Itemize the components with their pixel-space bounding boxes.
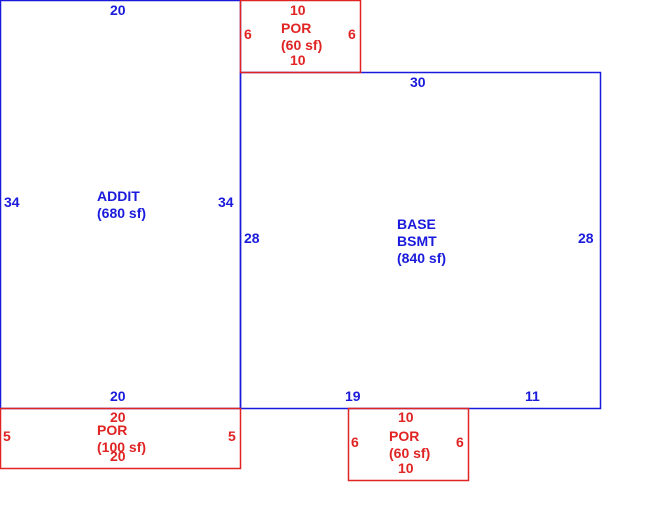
addition-area-value: (680 sf) bbox=[97, 205, 146, 221]
addition-dim-right: 34 bbox=[218, 194, 234, 210]
base-dim-bottom-left: 19 bbox=[345, 388, 361, 404]
porch-bottom-right-label: POR bbox=[389, 428, 419, 444]
porch-bottom-left[interactable]: 20 5 5 20 POR (100 sf) bbox=[0, 407, 242, 470]
porch-top-area-value: (60 sf) bbox=[281, 37, 322, 53]
porch-bottom-left-dim-bottom: 20 bbox=[110, 448, 126, 464]
base-area-value: (840 sf) bbox=[397, 250, 446, 266]
porch-top-dim-bottom: 10 bbox=[290, 52, 306, 68]
porch-top-dim-top: 10 bbox=[290, 2, 306, 18]
porch-bottom-right-outline bbox=[347, 407, 470, 482]
porch-bottom-right-area-value: (60 sf) bbox=[389, 445, 430, 461]
addition-dim-top: 20 bbox=[110, 2, 126, 18]
porch-bottom-left-dim-right: 5 bbox=[228, 428, 236, 444]
addition-area[interactable]: 20 34 34 20 ADDIT (680 sf) bbox=[0, 0, 242, 410]
porch-bottom-left-label: POR bbox=[97, 422, 127, 438]
porch-top-dim-right: 6 bbox=[348, 26, 356, 42]
porch-bottom-right-dim-right: 6 bbox=[456, 434, 464, 450]
porch-bottom-right-dim-left: 6 bbox=[351, 434, 359, 450]
base-dim-left: 28 bbox=[244, 230, 260, 246]
porch-bottom-right-dim-top: 10 bbox=[398, 409, 414, 425]
porch-bottom-right[interactable]: 10 6 6 10 POR (60 sf) bbox=[347, 407, 470, 482]
base-label-line1: BASE bbox=[397, 216, 436, 232]
porch-bottom-left-dim-left: 5 bbox=[3, 428, 11, 444]
base-dim-right: 28 bbox=[578, 230, 594, 246]
porch-bottom-left-outline bbox=[0, 407, 242, 470]
porch-top-label: POR bbox=[281, 20, 311, 36]
base-area[interactable]: 30 28 28 19 11 BASE BSMT (840 sf) bbox=[239, 71, 602, 410]
base-dim-bottom-right: 11 bbox=[525, 388, 540, 404]
porch-top-dim-left: 6 bbox=[244, 26, 252, 42]
base-dim-top: 30 bbox=[410, 74, 426, 90]
addition-label: ADDIT bbox=[97, 188, 140, 204]
porch-top[interactable]: 10 6 6 10 POR (60 sf) bbox=[239, 0, 362, 74]
porch-bottom-left-dim-top: 20 bbox=[110, 409, 126, 425]
porch-bottom-left-area-value: (100 sf) bbox=[97, 439, 146, 455]
porch-top-outline bbox=[239, 0, 362, 74]
addition-dim-left: 34 bbox=[4, 194, 20, 210]
porch-bottom-right-dim-bottom: 10 bbox=[398, 460, 414, 476]
addition-dim-bottom: 20 bbox=[110, 388, 126, 404]
base-label-line2: BSMT bbox=[397, 233, 437, 249]
